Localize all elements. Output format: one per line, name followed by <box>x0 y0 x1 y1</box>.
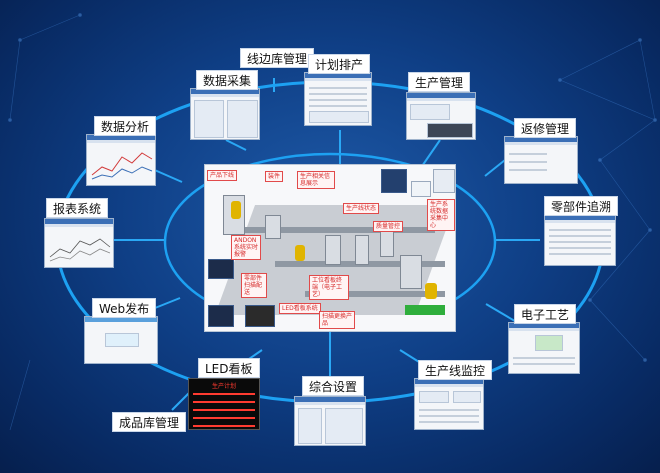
label-line-side-warehouse: 线边库管理 <box>240 48 315 68</box>
thumb-line-monitoring <box>414 378 484 430</box>
thumb-led-board: 生产计划 <box>188 378 260 430</box>
callout-product-offline: 产品下线 <box>207 170 238 181</box>
label-web-publish: Web发布 <box>92 298 157 318</box>
thumb-data-collection <box>190 88 260 140</box>
label-general-settings: 综合设置 <box>302 376 365 396</box>
thumb-general-settings <box>294 396 366 446</box>
label-repair-management: 返修管理 <box>514 118 577 138</box>
label-parts-traceability: 零部件追溯 <box>544 196 619 216</box>
thumb-plan-scheduling <box>304 72 372 126</box>
label-data-analysis: 数据分析 <box>94 116 157 136</box>
label-plan-scheduling: 计划排产 <box>308 54 371 74</box>
callout-andon-alarm: ANDON系统实时报警 <box>231 235 261 260</box>
callout-scan-replace: 扫描更换产品 <box>319 311 355 329</box>
callout-line-status: 生产线状态 <box>343 203 380 214</box>
label-finished-goods-warehouse: 成品库管理 <box>112 412 187 432</box>
callout-station-terminal: 工位看板终端（电子工艺） <box>309 275 349 300</box>
callout-production-info: 生产相关信息展示 <box>297 171 335 189</box>
callout-led-board: LED看板系统 <box>279 303 321 314</box>
callout-parts-delivery: 零部件扫描配送 <box>241 273 267 298</box>
label-led-board: LED看板 <box>198 358 260 378</box>
thumb-production-management <box>406 92 476 140</box>
label-data-collection: 数据采集 <box>196 70 259 90</box>
thumb-data-analysis <box>86 134 156 186</box>
thumb-web-publish <box>84 316 158 364</box>
label-line-monitoring: 生产线监控 <box>418 360 493 380</box>
factory-overview-image: 产品下线 装件 生产相关信息展示 生产线状态 ANDON系统实时报警 质量管控 … <box>204 164 456 332</box>
thumb-parts-traceability <box>544 214 616 266</box>
label-electronic-process: 电子工艺 <box>514 304 577 324</box>
callout-assembly: 装件 <box>265 171 284 182</box>
network-decoration <box>8 13 657 431</box>
callout-quality-control: 质量管控 <box>373 221 404 232</box>
label-report-system: 报表系统 <box>46 198 109 218</box>
callout-data-collection-center: 生产系统数据采集中心 <box>427 199 455 231</box>
led-thumb-title: 生产计划 <box>211 383 236 390</box>
thumb-electronic-process <box>508 322 580 374</box>
thumb-report-system <box>44 218 114 268</box>
thumb-repair-management <box>504 136 578 184</box>
label-production-management: 生产管理 <box>408 72 471 92</box>
